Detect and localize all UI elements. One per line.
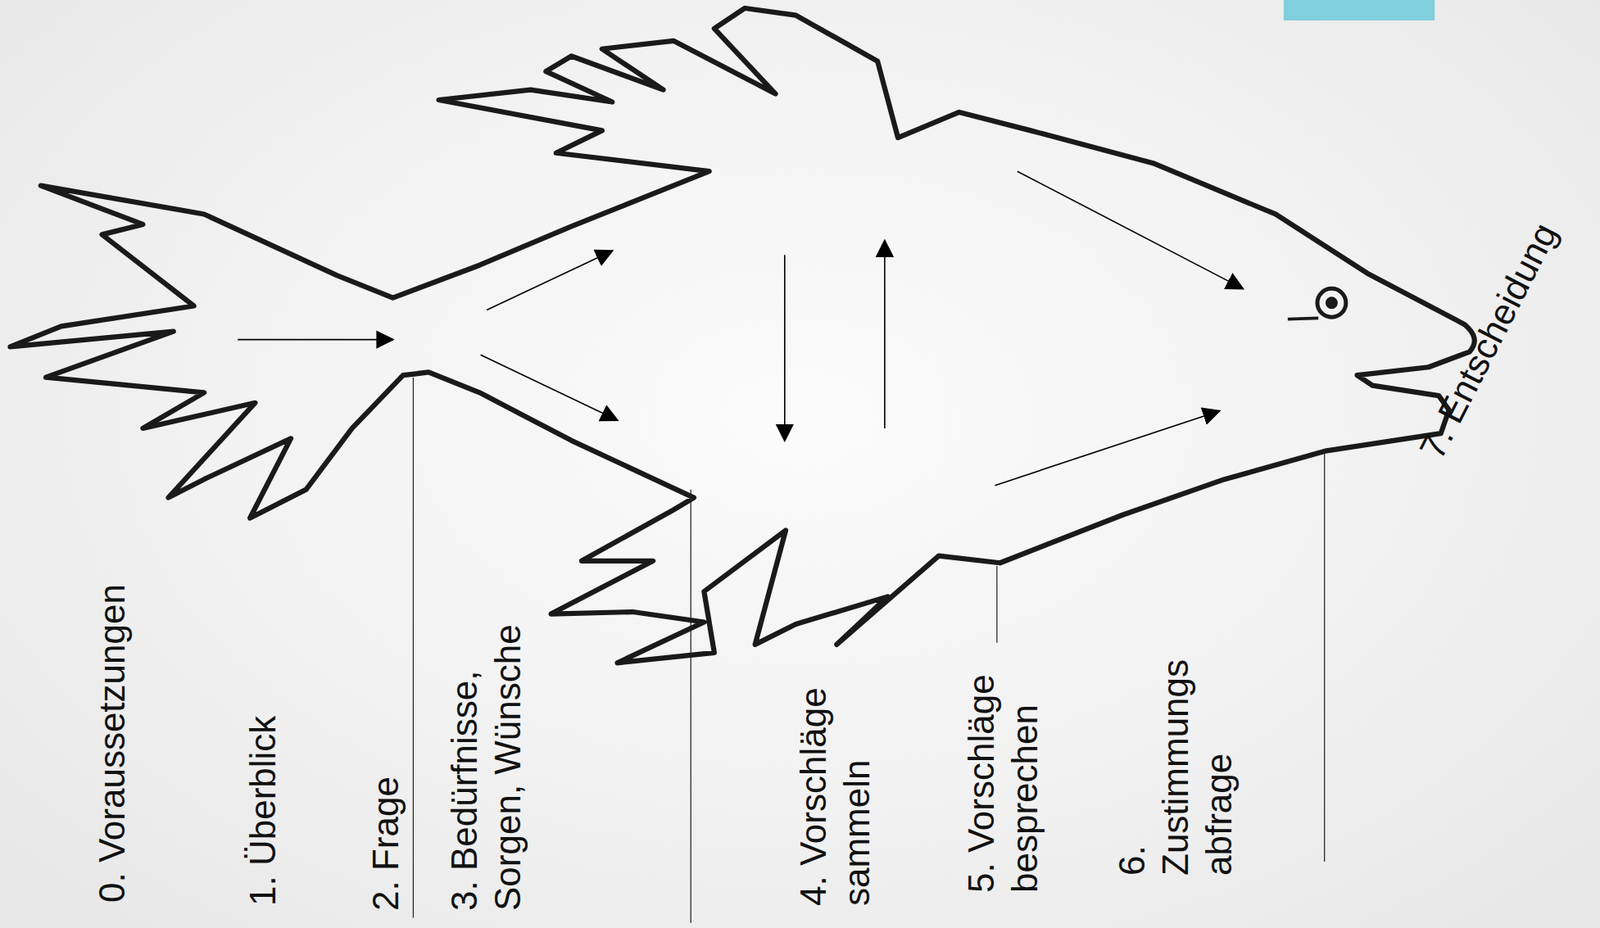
fish-outline (9, 8, 1474, 663)
fish-eye-line (1287, 317, 1319, 319)
fish-eye (1317, 288, 1347, 318)
step-label: 1. Überblick (241, 480, 286, 907)
leader-line (412, 377, 414, 919)
flow-arrow (486, 250, 612, 310)
flow-arrows (237, 171, 1243, 485)
flow-arrow (883, 240, 886, 429)
step-label: 2. Frage (364, 484, 408, 912)
step-label: 6. Zustimmungs abfrage (1110, 642, 1241, 876)
step-label: 0. Voraussetzungen (90, 476, 135, 903)
step-label: 3. Bedürfnisse, Sorgen, Wünsche (443, 566, 531, 912)
flow-arrow (784, 254, 786, 441)
flow-arrow (480, 354, 618, 421)
leader-lines (412, 377, 1324, 924)
leader-line (1323, 453, 1325, 862)
corner-tab (1283, 0, 1435, 21)
leader-line (690, 489, 692, 924)
step-label: 4. Vorschläge sammeln (792, 627, 880, 907)
fish-pupil (1325, 296, 1338, 309)
flow-arrow (237, 339, 393, 341)
step-label: 5. Vorschläge besprechen (960, 614, 1048, 893)
step-label: 7. Entscheidung (1410, 125, 1600, 467)
flow-arrow (994, 411, 1220, 486)
flow-arrow (1017, 171, 1243, 289)
leader-line (996, 566, 998, 643)
